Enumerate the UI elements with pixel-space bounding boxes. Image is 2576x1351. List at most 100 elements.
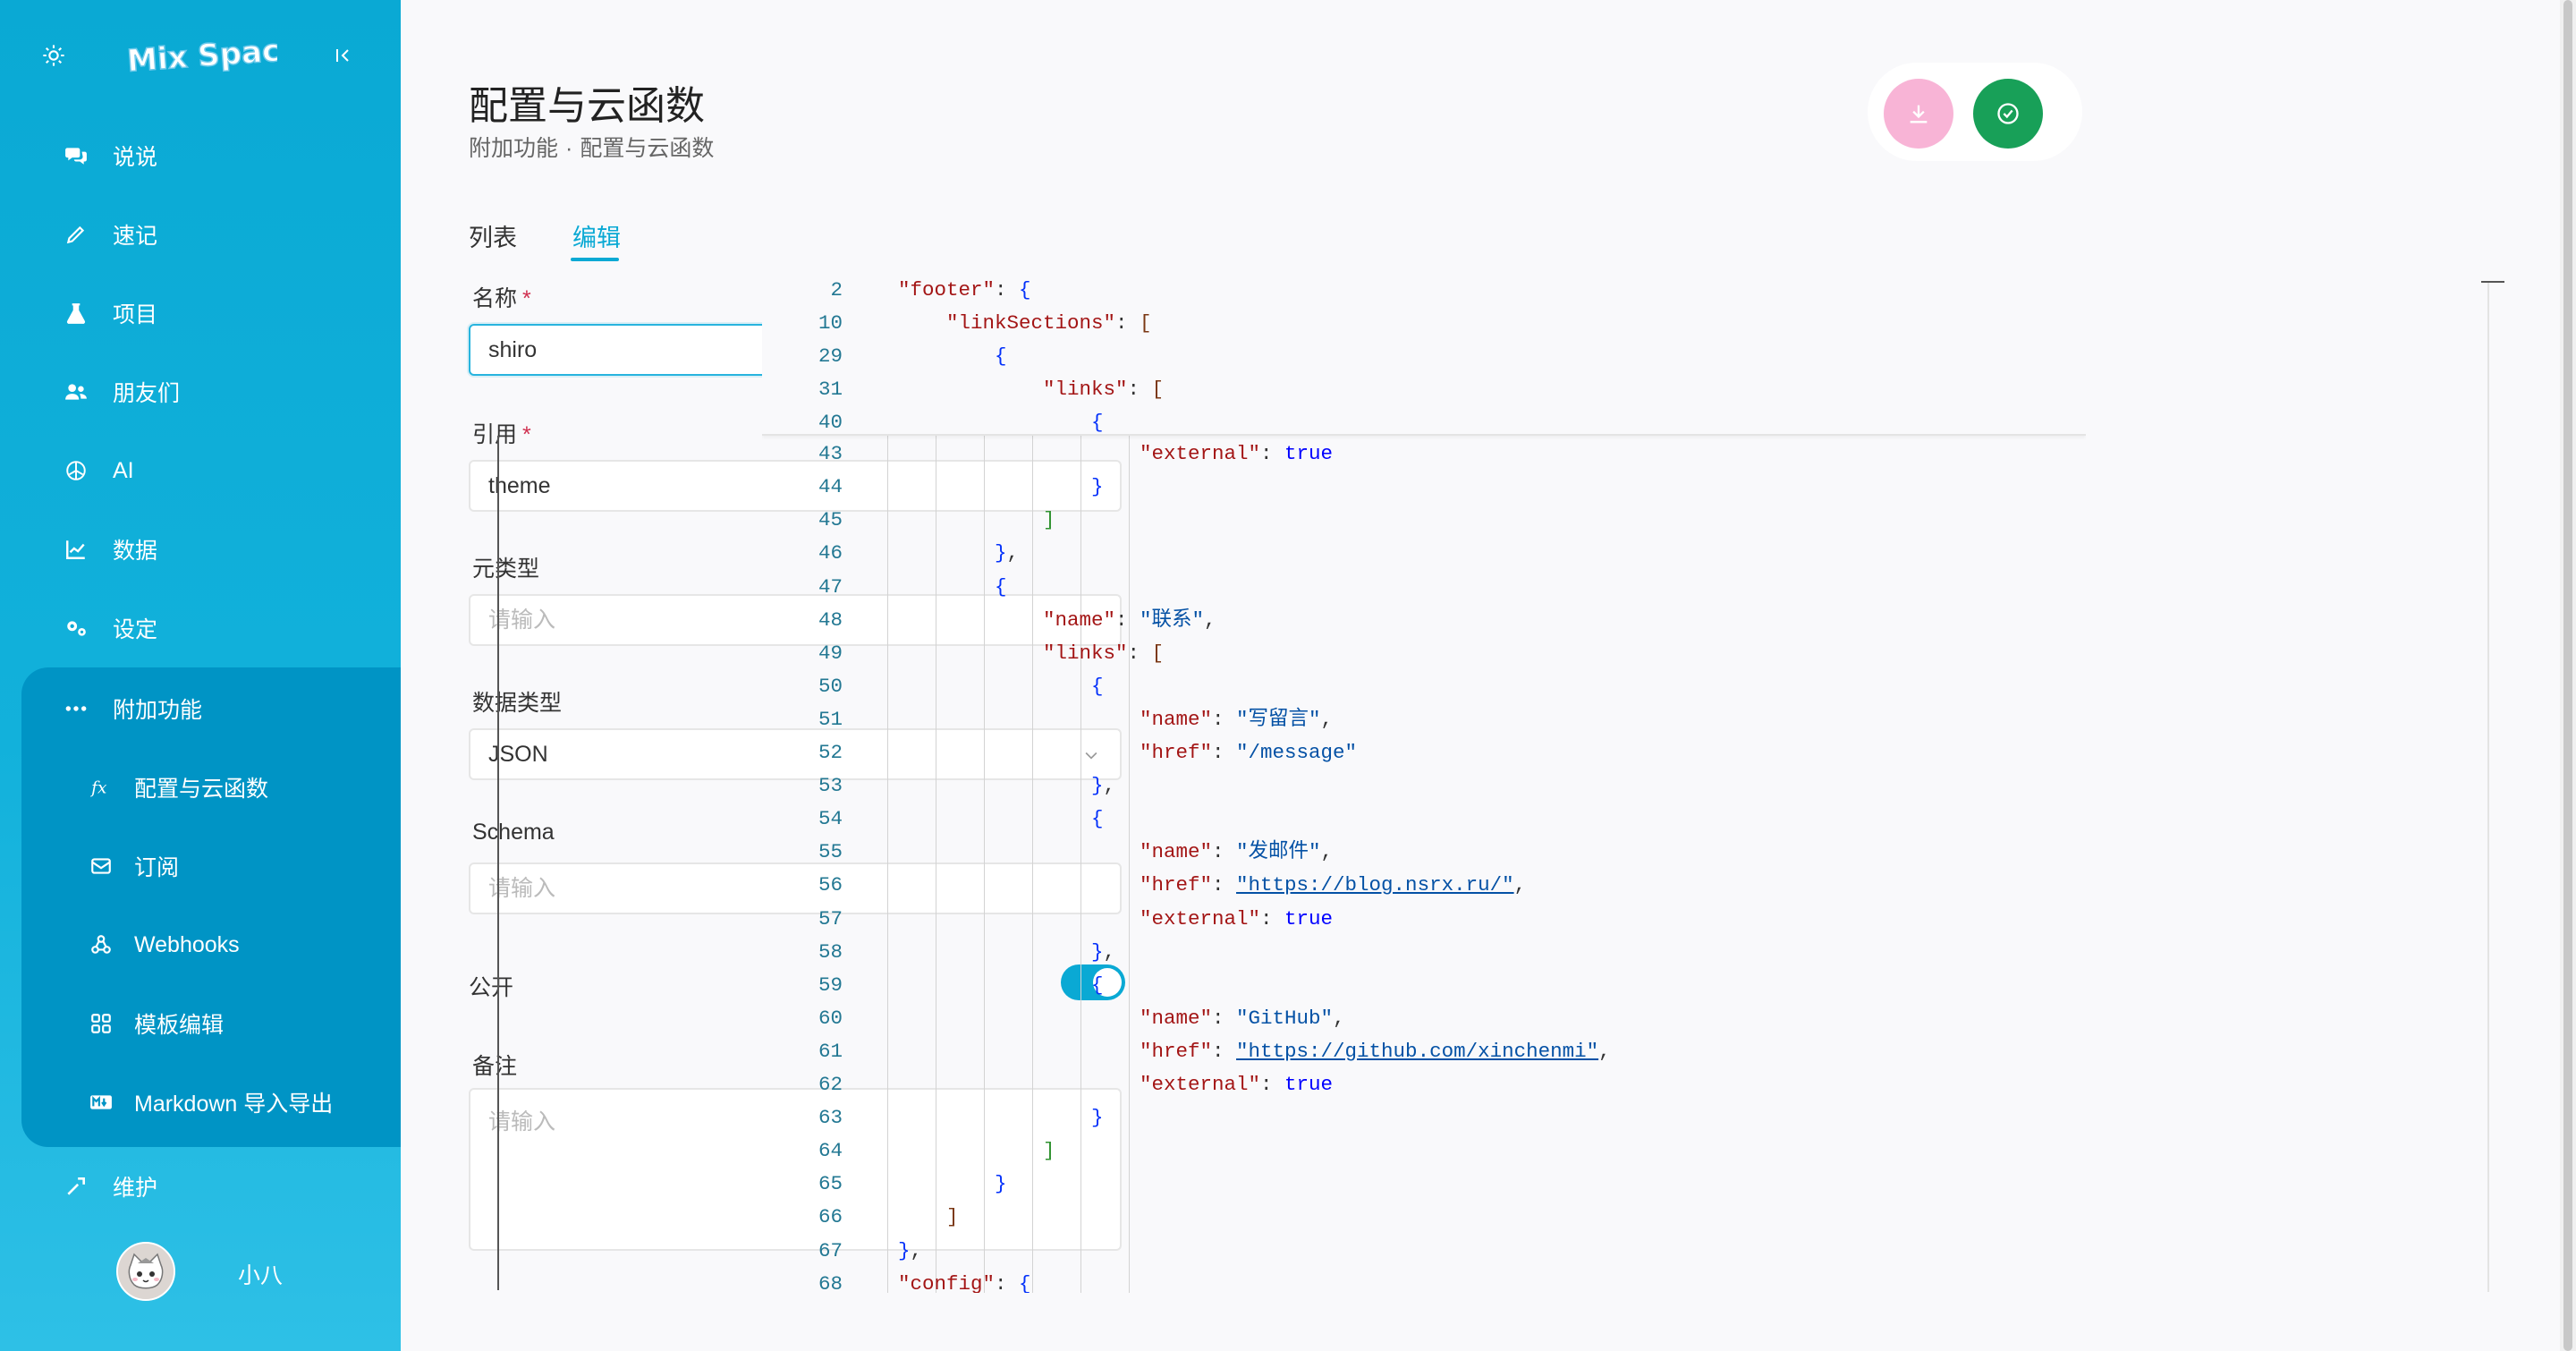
sidebar-item-maintenance[interactable]: 维护 xyxy=(0,1147,401,1226)
sidebar-item-subscribe[interactable]: 订阅 xyxy=(21,827,401,905)
line-number: 40 xyxy=(818,411,843,434)
indent-guide xyxy=(1129,407,1130,1293)
code-text: { xyxy=(995,344,1007,368)
line-number: 60 xyxy=(818,1006,843,1030)
code-text: "href": "/message" xyxy=(1140,741,1358,764)
code-line: 68"config": { xyxy=(762,1269,2086,1293)
page-scrollbar-thumb[interactable] xyxy=(2563,0,2572,1351)
code-text: } xyxy=(1091,1106,1104,1130)
collapse-sidebar-icon[interactable] xyxy=(333,45,354,66)
line-number: 43 xyxy=(818,442,843,466)
sidebar-item-settings[interactable]: 设定 xyxy=(0,589,401,667)
sidebar-item-notes[interactable]: 速记 xyxy=(0,195,401,274)
code-text: "external": true xyxy=(1140,906,1334,930)
line-number: 46 xyxy=(818,541,843,565)
schema-label: Schema xyxy=(472,820,555,845)
sidebar-item-templates[interactable]: 模板编辑 xyxy=(21,984,401,1063)
breadcrumb-item[interactable]: 附加功能 xyxy=(469,136,559,161)
sidebar-item-config-functions[interactable]: fx 配置与云函数 xyxy=(21,748,401,827)
code-line: 10"linkSections": [ xyxy=(762,308,2086,338)
sidebar-item-projects[interactable]: 项目 xyxy=(0,274,401,353)
tab-list[interactable]: 列表 xyxy=(469,225,517,251)
line-number: 51 xyxy=(818,707,843,731)
code-line: 51 "name": "写留言", xyxy=(762,704,2086,735)
code-line: 56"href": "https://blog.nsrx.ru/", xyxy=(762,870,2086,900)
reference-input[interactable] xyxy=(469,460,1122,512)
sidebar-item-extras[interactable]: 附加功能 xyxy=(21,669,401,748)
line-number: 62 xyxy=(818,1073,843,1096)
code-line: 53}, xyxy=(762,770,2086,801)
svg-text:fx: fx xyxy=(89,779,107,798)
svg-text:Mix Space: Mix Space xyxy=(126,31,277,79)
code-editor[interactable]: 42"href": "https://tz.nsrx.ru/",43"exter… xyxy=(762,273,2086,1293)
sidebar-item-ai[interactable]: AI xyxy=(0,431,401,510)
line-number: 61 xyxy=(818,1039,843,1063)
page-title: 配置与云函数 xyxy=(469,84,705,128)
code-line: 31"links": [ xyxy=(762,374,2086,404)
chat-bubbles-icon xyxy=(65,148,87,165)
code-line: 49"links": [ xyxy=(762,638,2086,668)
sidebar-item-friends[interactable]: 朋友们 xyxy=(0,353,401,431)
data-type-select[interactable]: JSON xyxy=(469,728,1122,780)
sidebar-item-label: 说说 xyxy=(113,145,158,170)
sidebar-item-label: 朋友们 xyxy=(113,381,181,406)
code-line: 66] xyxy=(762,1202,2086,1232)
logo[interactable]: Mix Space xyxy=(123,29,277,84)
submit-button[interactable] xyxy=(1973,79,2043,149)
notes-textarea[interactable]: 请输入 xyxy=(469,1088,1122,1251)
line-number: 44 xyxy=(818,475,843,499)
code-text: "name": "联系", xyxy=(1043,608,1216,632)
schema-input[interactable] xyxy=(469,862,1122,914)
line-number: 48 xyxy=(818,608,843,632)
code-line: 44} xyxy=(762,472,2086,502)
line-number: 58 xyxy=(818,939,843,964)
webhook-icon xyxy=(91,935,111,954)
code-text: "links": [ xyxy=(1043,641,1165,665)
grid-icon xyxy=(91,1014,111,1033)
sidebar-item-webhooks[interactable]: Webhooks xyxy=(21,905,401,984)
code-line: 57"external": true xyxy=(762,904,2086,934)
line-number: 47 xyxy=(818,574,843,599)
editor-gutter-divider xyxy=(497,436,499,1290)
breadcrumb: 附加功能·配置与云函数 xyxy=(469,131,714,163)
line-number: 56 xyxy=(818,873,843,897)
sidebar-item-markdown[interactable]: Markdown 导入导出 xyxy=(21,1063,401,1142)
sidebar-item-label: 维护 xyxy=(113,1176,158,1201)
line-number: 29 xyxy=(818,344,843,368)
code-line: 64] xyxy=(762,1135,2086,1166)
openai-icon xyxy=(66,461,86,480)
code-text: } xyxy=(995,1172,1007,1196)
code-text: "external": true xyxy=(1140,1073,1334,1096)
code-line: 59{ xyxy=(762,970,2086,1000)
toggle-knob xyxy=(1093,968,1122,997)
tab-edit[interactable]: 编辑 xyxy=(572,225,621,251)
code-line: 40{ xyxy=(762,407,2086,438)
data-type-label: 数据类型 xyxy=(472,691,563,716)
code-text: }, xyxy=(1091,774,1116,798)
line-number: 68 xyxy=(818,1271,843,1293)
avatar[interactable] xyxy=(116,1242,175,1301)
code-line: 58}, xyxy=(762,937,2086,967)
line-number: 55 xyxy=(818,840,843,864)
code-line: 50{ xyxy=(762,671,2086,701)
code-text: "name": "写留言", xyxy=(1140,707,1334,731)
gears-icon xyxy=(67,621,86,636)
code-line: 2"footer": { xyxy=(762,275,2086,305)
line-number: 31 xyxy=(818,378,843,401)
sidebar-nav: 说说 速记 项目 朋友们 AI 数据 设定 附加功能 xyxy=(0,116,401,1226)
sidebar-item-label: Webhooks xyxy=(134,931,240,957)
sidebar-item-says[interactable]: 说说 xyxy=(0,116,401,195)
line-number: 67 xyxy=(818,1238,843,1262)
download-icon xyxy=(1910,105,1928,123)
meta-type-input[interactable] xyxy=(469,594,1122,646)
sticky-scroll-header: 2"footer": {10"linkSections": [ 29 {31"lin… xyxy=(762,273,2086,436)
public-toggle[interactable] xyxy=(1061,964,1125,1000)
line-number: 63 xyxy=(818,1106,843,1130)
download-button[interactable] xyxy=(1884,79,1953,149)
user-name: 小八 xyxy=(238,1263,284,1288)
code-line: 55"name": "发邮件", xyxy=(762,837,2086,867)
line-number: 53 xyxy=(818,774,843,798)
sidebar-item-data[interactable]: 数据 xyxy=(0,510,401,589)
sun-icon[interactable] xyxy=(41,43,66,68)
sidebar-item-label: 设定 xyxy=(113,617,158,642)
